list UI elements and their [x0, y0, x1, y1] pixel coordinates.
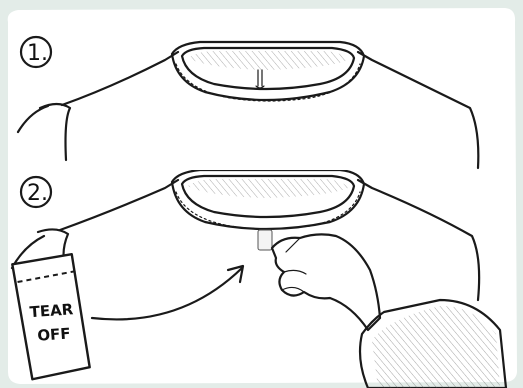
step-1-number: 1.	[27, 41, 48, 66]
step-2-number: 2.	[27, 181, 48, 206]
tag-text-line1: TEAR	[29, 300, 74, 321]
tag-text-line2: OFF	[37, 324, 71, 344]
